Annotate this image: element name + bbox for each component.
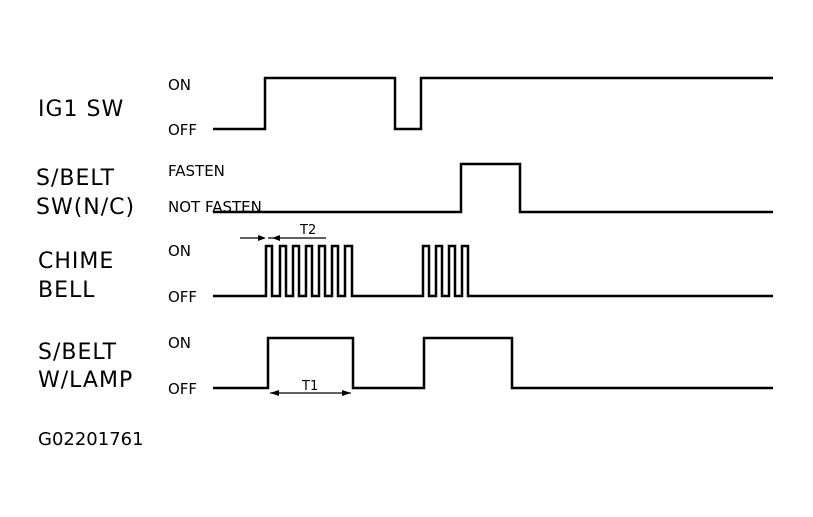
t1-arrow-right	[342, 390, 351, 396]
signal-label-belt-switch-line1: S/BELT	[36, 166, 115, 191]
signal-chime: CHIME BELL ON OFF T2	[38, 223, 773, 306]
t2-label: T2	[299, 223, 316, 238]
timing-marker-t1: T1	[270, 379, 351, 396]
level-low-belt-switch: NOT FASTEN	[168, 198, 262, 216]
t1-arrow-left	[270, 390, 279, 396]
signal-ig1: IG1 SW ON OFF	[38, 76, 773, 139]
waveform-chime	[213, 244, 773, 298]
level-high-lamp: ON	[168, 334, 191, 352]
signal-label-ig1: IG1 SW	[38, 97, 124, 122]
signal-label-belt-switch-line2: SW(N/C)	[36, 195, 135, 220]
waveform-lamp	[213, 336, 773, 390]
waveform-belt-switch	[213, 162, 773, 214]
figure-id: G02201761	[38, 429, 144, 450]
signal-warning-lamp: S/BELT W/LAMP ON OFF T1	[38, 334, 773, 398]
timing-marker-t2: T2	[240, 223, 326, 241]
signal-label-chime-line2: BELL	[38, 278, 96, 303]
level-high-belt-switch: FASTEN	[168, 162, 225, 180]
signal-belt-switch: S/BELT SW(N/C) FASTEN NOT FASTEN	[36, 162, 773, 220]
t1-label: T1	[301, 379, 318, 394]
level-high-chime: ON	[168, 242, 191, 260]
waveform-ig1	[213, 76, 773, 131]
level-low-chime: OFF	[168, 288, 197, 306]
signal-label-lamp-line1: S/BELT	[38, 340, 117, 365]
signal-label-chime-line1: CHIME	[38, 249, 114, 274]
t2-arrow-2	[272, 235, 280, 241]
level-high-ig1: ON	[168, 76, 191, 94]
level-low-lamp: OFF	[168, 380, 197, 398]
level-low-ig1: OFF	[168, 121, 197, 139]
signal-label-lamp-line2: W/LAMP	[38, 368, 133, 393]
t2-arrow-1	[258, 235, 266, 241]
